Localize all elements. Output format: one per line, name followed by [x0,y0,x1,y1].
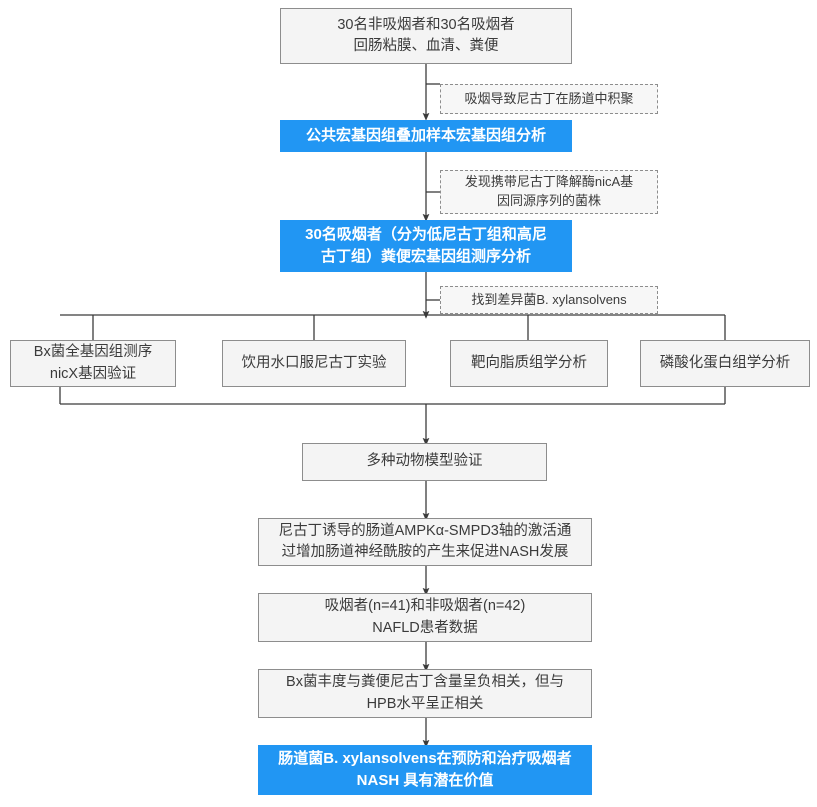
node-branch-phosphoproteomics: 磷酸化蛋白组学分析 [640,340,810,387]
annotation-bxylansolvens: 找到差异菌B. xylansolvens [440,286,658,314]
annotation-nica-strain: 发现携带尼古丁降解酶nicA基 因同源序列的菌株 [440,170,658,214]
node-animal-models: 多种动物模型验证 [302,443,547,481]
node-public-metagenome: 公共宏基因组叠加样本宏基因组分析 [280,120,572,152]
node-branch-genome-nicx: Bx菌全基因组测序 nicX基因验证 [10,340,176,387]
node-correlation: Bx菌丰度与粪便尼古丁含量呈负相关，但与 HPB水平呈正相关 [258,669,592,718]
node-mechanism: 尼古丁诱导的肠道AMPKα-SMPD3轴的激活通 过增加肠道神经酰胺的产生来促进… [258,518,592,566]
node-nafld-patients: 吸烟者(n=41)和非吸烟者(n=42) NAFLD患者数据 [258,593,592,642]
annotation-nicotine-accumulation: 吸烟导致尼古丁在肠道中积聚 [440,84,658,114]
node-branch-lipidomics: 靶向脂质组学分析 [450,340,608,387]
node-branch-drinking-water: 饮用水口服尼古丁实验 [222,340,406,387]
node-conclusion: 肠道菌B. xylansolvens在预防和治疗吸烟者 NASH 具有潜在价值 [258,745,592,795]
node-cohort: 30名非吸烟者和30名吸烟者 回肠粘膜、血清、粪便 [280,8,572,64]
node-smoker-metagenome: 30名吸烟者（分为低尼古丁组和高尼 古丁组）粪便宏基因组测序分析 [280,220,572,272]
